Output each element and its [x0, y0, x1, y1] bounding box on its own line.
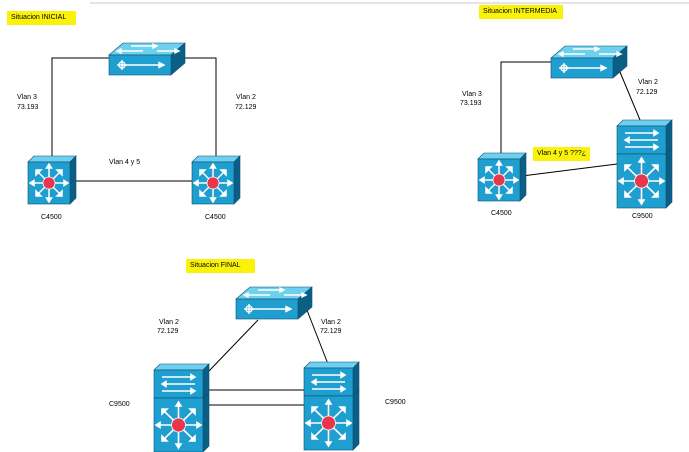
- inicial-link-right: [174, 57, 217, 157]
- intermedia-right-device-label: C9500: [632, 213, 653, 220]
- inicial-right-c4500-icon: [191, 155, 241, 205]
- final-right-device-label: C9500: [385, 399, 406, 406]
- intermedia-bottom-link-label: Vlan 4 y 5 ???¿: [533, 147, 591, 161]
- final-link-right: [304, 304, 329, 365]
- intermedia-left-vlan-label: Vlan 3: [462, 91, 482, 98]
- intermedia-left-device-label: C4500: [491, 210, 512, 217]
- final-title: Situacion FINAL: [186, 259, 255, 273]
- intermedia-title: Situacion INTERMEDIA: [479, 5, 563, 19]
- inicial-left-vlan-label: Vlan 3: [17, 94, 37, 101]
- inicial-left-addr-label: 73.193: [17, 104, 39, 111]
- final-top-switch-icon: [235, 286, 313, 320]
- inicial-top-switch-icon: [108, 42, 186, 76]
- inicial-links: [51, 57, 217, 182]
- inicial-right-vlan-label: Vlan 2: [236, 94, 256, 101]
- final-left-c9500-icon: [153, 363, 210, 452]
- intermedia-link-left: [500, 61, 553, 157]
- intermedia-right-vlan-label: Vlan 2: [638, 79, 658, 86]
- inicial-right-addr-label: 72.129: [235, 104, 257, 111]
- intermedia-links: [500, 61, 641, 177]
- intermedia-right-addr-label: 72.129: [636, 89, 658, 96]
- inicial-left-device-label: C4500: [41, 214, 62, 221]
- inicial-bottom-link-label: Vlan 4 y 5: [109, 159, 141, 166]
- final-links: [207, 304, 329, 406]
- intermedia-right-c9500-icon: [616, 119, 673, 209]
- final-left-addr-label: 72.129: [157, 328, 179, 335]
- inicial-link-left: [51, 57, 110, 157]
- intermedia-left-addr-label: 73.193: [460, 100, 482, 107]
- final-right-c9500-icon: [303, 361, 360, 451]
- intermedia-left-c4500-icon: [477, 152, 527, 202]
- final-link-left: [207, 319, 259, 373]
- inicial-right-device-label: C4500: [205, 214, 226, 221]
- inicial-title: Situacion INICIAL: [7, 11, 76, 25]
- inicial-left-c4500-icon: [27, 155, 77, 205]
- final-left-device-label: C9500: [109, 401, 130, 408]
- intermedia-link-bottom: [521, 163, 618, 177]
- final-right-vlan-label: Vlan 2: [321, 319, 341, 326]
- intermedia-link-right: [619, 71, 641, 121]
- final-right-addr-label: 72.129: [320, 328, 342, 335]
- intermedia-top-switch-icon: [550, 45, 628, 79]
- final-left-vlan-label: Vlan 2: [159, 319, 179, 326]
